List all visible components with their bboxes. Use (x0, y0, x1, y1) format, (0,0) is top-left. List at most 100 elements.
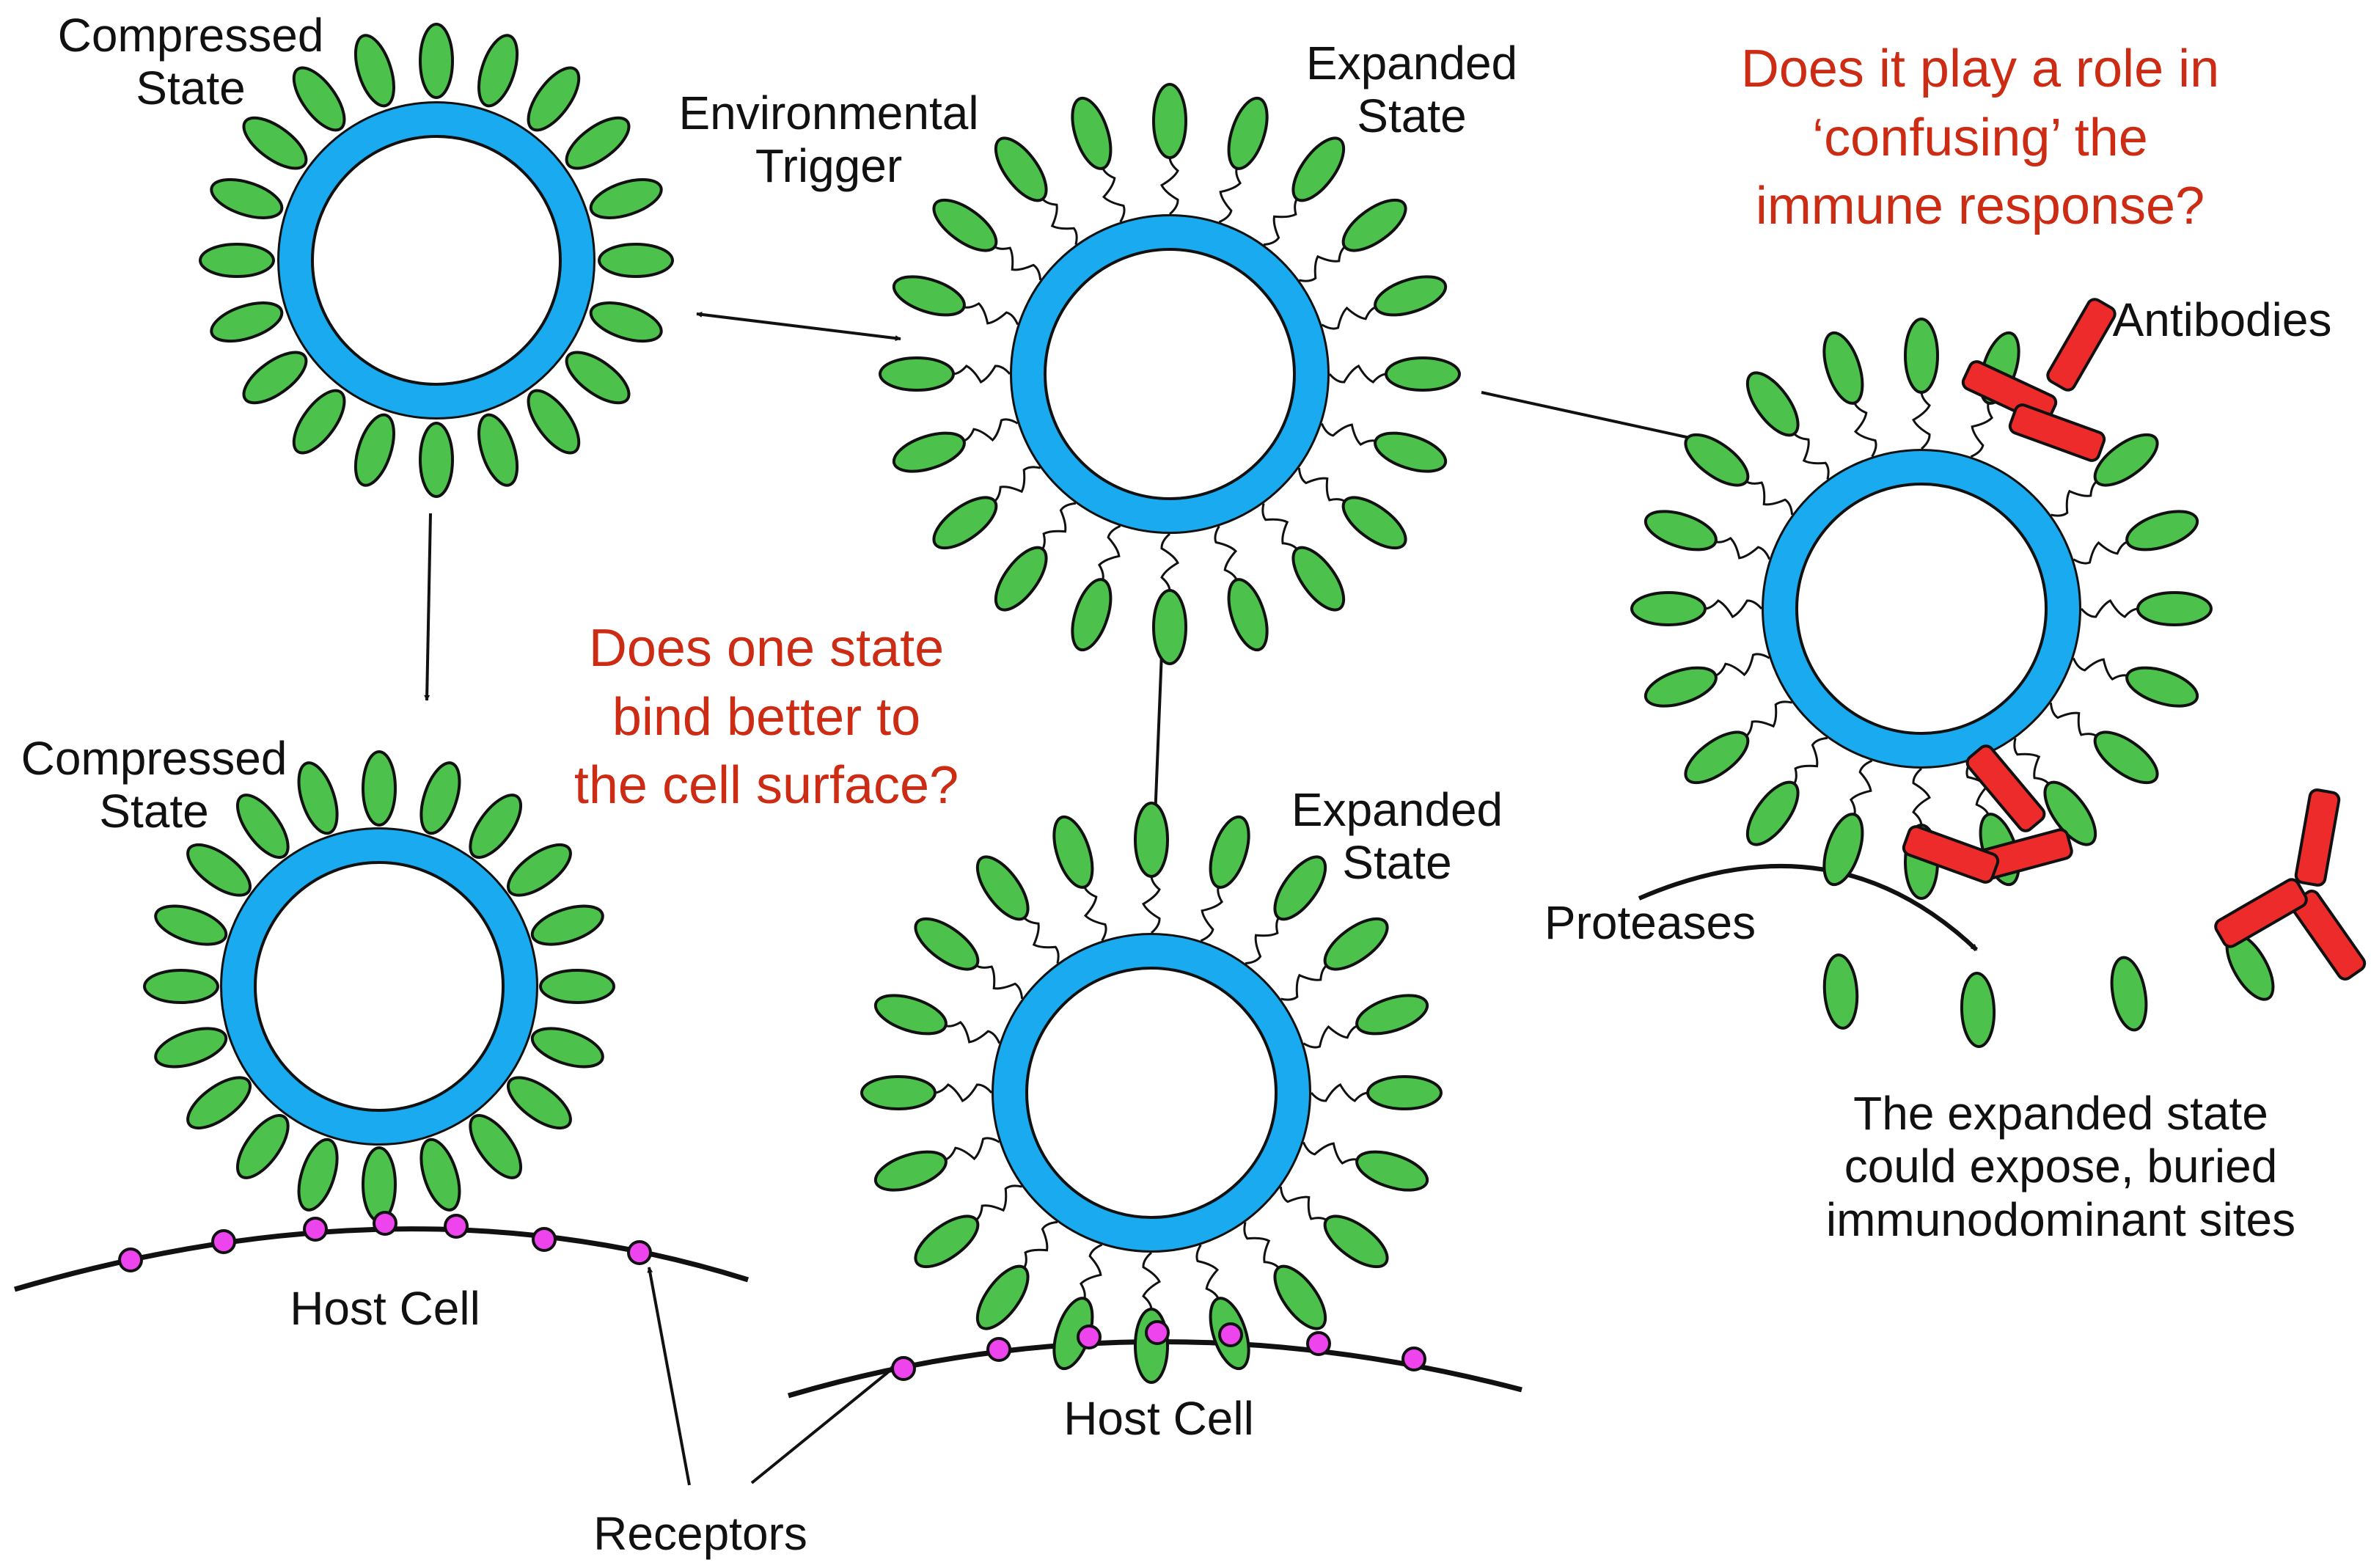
spike-linker (1195, 1244, 1220, 1300)
spike-protein-icon (1071, 96, 1113, 170)
spike-protein-icon (419, 422, 454, 498)
spike-protein-icon (1071, 578, 1113, 652)
spike-protein-icon (1822, 813, 1864, 887)
spike-linker (1280, 964, 1329, 1001)
antibody-icon (2214, 788, 2367, 981)
spike-protein-icon (1341, 496, 1407, 550)
spike-protein-icon (527, 66, 581, 132)
spike-linker (951, 364, 1011, 384)
spike-protein-icon (210, 301, 284, 343)
spike-protein-icon (353, 34, 395, 108)
spike-protein-icon (873, 994, 948, 1036)
spike-linker (1321, 305, 1377, 330)
spike-protein-icon (1745, 371, 1800, 437)
spike-protein-icon (1684, 433, 1750, 487)
spike-protein-icon (292, 66, 346, 132)
viral-core (311, 135, 562, 386)
protease-arrow (1638, 863, 1979, 952)
viral-core (1025, 967, 1278, 1219)
spike-linker (1098, 524, 1121, 582)
spike-linker (2049, 702, 2099, 738)
spike-protein-icon (932, 496, 998, 550)
antibody-segment (1965, 744, 2046, 832)
spike-protein-icon (565, 116, 631, 170)
viral-membrane (994, 935, 1309, 1250)
spike-protein-icon (1643, 666, 1718, 708)
receptor-icon (532, 1227, 557, 1252)
spike-linker (1200, 884, 1223, 942)
spike-protein-icon (1355, 1150, 1429, 1192)
spike-protein-icon (892, 431, 966, 473)
spike-protein-icon (994, 546, 1048, 612)
spike-protein-icon (186, 1076, 252, 1130)
spike-protein-icon (235, 794, 290, 860)
viral-membrane (1012, 216, 1327, 532)
spike-linker (1101, 166, 1126, 223)
spike-linker (1310, 1083, 1370, 1102)
receptor-icon (1077, 1325, 1102, 1349)
spike-linker (961, 302, 1019, 326)
receptor-icon (1218, 1322, 1243, 1347)
spike-linker (933, 1083, 993, 1102)
spike-protein-icon (873, 1150, 948, 1192)
spike-protein-icon (242, 116, 308, 170)
spike-linker (1912, 390, 1931, 450)
spike-linker (1041, 197, 1078, 245)
spike-linker (1744, 700, 1792, 738)
spike-protein-icon (2125, 666, 2199, 708)
spike-protein-icon (1209, 815, 1250, 889)
viral-core (1044, 248, 1296, 500)
spike-linker (2013, 738, 2051, 786)
spike-protein-icon (469, 794, 523, 860)
viral-membrane (279, 103, 593, 417)
spike-protein-icon (362, 1146, 397, 1223)
spike-linker (1299, 245, 1347, 282)
spike-protein-icon (154, 904, 228, 946)
spike-linker (1714, 653, 1770, 678)
antibody-segment (1902, 825, 2000, 884)
spike-linker (944, 1137, 1000, 1162)
spike-protein-icon (1291, 136, 1346, 202)
spike-protein-icon (1366, 1075, 1443, 1110)
receptor-icon (118, 1248, 143, 1272)
spike-linker (1142, 1251, 1161, 1311)
expanded-particle-top (879, 83, 1461, 665)
spike-protein-icon (539, 969, 615, 1004)
antibody-segment (2046, 298, 2117, 392)
spike-protein-icon (1643, 510, 1718, 552)
spike-linker (962, 418, 1019, 443)
antibody-segment (2008, 403, 2106, 462)
expanded-binding-arrow (1152, 634, 1164, 818)
spike-linker (1703, 599, 1763, 618)
spike-linker (1853, 401, 1877, 458)
spike-protein-icon (589, 177, 663, 219)
spike-linker (1082, 885, 1107, 942)
spike-protein-icon (1323, 917, 1389, 971)
spike-linker (1302, 1141, 1360, 1165)
spike-protein-icon (186, 843, 252, 897)
spike-protein-icon (362, 750, 397, 827)
spike-protein-icon (1385, 356, 1461, 392)
spike-protein-icon (914, 917, 980, 971)
immune-question: Does it play a role in ‘confusing’ the i… (1740, 40, 2220, 236)
viral-core (1795, 483, 2048, 735)
spike-protein-icon (1822, 331, 1864, 405)
spike-linker (2080, 599, 2140, 618)
spike-protein-icon (1134, 1308, 1169, 1384)
spike-protein-icon (1291, 546, 1346, 612)
spike-protein-icon (143, 969, 219, 1004)
spike-linker (1713, 537, 1771, 560)
spike-linker (1792, 736, 1828, 786)
spike-protein-icon (1904, 318, 1939, 394)
receptor-icon (986, 1337, 1011, 1362)
spike-linker (1142, 874, 1161, 934)
spike-protein-icon (419, 23, 454, 99)
spike-linker (1160, 532, 1179, 593)
viral-membrane (1764, 451, 2079, 766)
spike-protein-icon (242, 351, 308, 405)
spike-protein-icon (932, 198, 998, 252)
spike-protein-icon (477, 413, 519, 487)
spike-protein-icon (2043, 780, 2097, 846)
environmental-trigger-arrow (696, 311, 901, 342)
spike-protein-icon (469, 1113, 523, 1179)
